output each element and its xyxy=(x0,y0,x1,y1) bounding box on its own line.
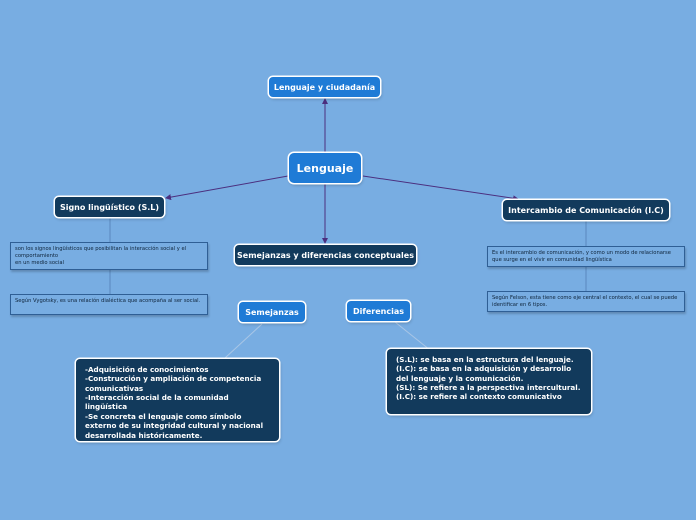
connector-semejanzas-text xyxy=(224,323,263,359)
note-ic-definicion[interactable]: Es el intercambio de comunicación, y com… xyxy=(487,246,685,267)
note-signo-vygotsky[interactable]: Según Vygotsky, es una relación dialécti… xyxy=(10,294,208,315)
central-topic-label: Lenguaje xyxy=(296,161,354,175)
topic-lenguaje-ciudadania[interactable]: Lenguaje y ciudadanía xyxy=(269,77,380,97)
diferencias-list[interactable]: (S.L): se basa en la estructura del leng… xyxy=(387,349,591,414)
topic-intercambio-comunicacion[interactable]: Intercambio de Comunicación (I.C) xyxy=(503,200,669,220)
topic-label: Lenguaje y ciudadanía xyxy=(273,82,376,92)
semejanzas-list[interactable]: -Adquisición de conocimientos -Construcc… xyxy=(76,359,279,441)
topic-diferencias[interactable]: Diferencias xyxy=(347,301,410,321)
topic-label: Signo lingüístico (S.L) xyxy=(59,202,160,212)
connector-to-intercambio xyxy=(362,175,519,202)
note-ic-felson[interactable]: Según Felson, esta tiene como eje centra… xyxy=(487,291,685,312)
connector-to-signo xyxy=(165,175,289,201)
topic-label: Intercambio de Comunicación (I.C) xyxy=(508,205,664,215)
topic-label: Semejanzas y diferencias conceptuales xyxy=(237,250,414,260)
topic-signo-linguistico[interactable]: Signo lingüístico (S.L) xyxy=(55,197,164,217)
topic-semejanzas-diferencias[interactable]: Semejanzas y diferencias conceptuales xyxy=(235,245,416,265)
topic-label: Diferencias xyxy=(353,306,404,316)
note-signo-definicion[interactable]: son los signos lingüísticos que posibili… xyxy=(10,242,208,270)
central-topic[interactable]: Lenguaje xyxy=(289,153,361,183)
connector-diferencias-text xyxy=(394,321,431,351)
topic-label: Semejanzas xyxy=(245,307,299,317)
topic-semejanzas[interactable]: Semejanzas xyxy=(239,302,305,322)
